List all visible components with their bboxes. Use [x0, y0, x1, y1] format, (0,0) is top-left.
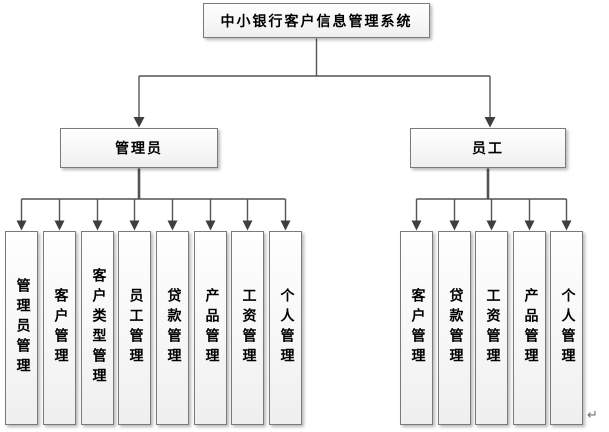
node-staff-child-5-label: 个人管理 [559, 288, 575, 368]
node-admin-child-6: 产品管理 [194, 231, 227, 425]
node-admin-child-8-label: 个人管理 [278, 288, 294, 368]
node-staff-child-3-label: 工资管理 [484, 288, 500, 368]
node-root-label: 中小银行客户信息管理系统 [220, 14, 413, 30]
node-admin-child-4: 员工管理 [118, 231, 151, 425]
node-admin-child-2: 客户管理 [43, 231, 76, 425]
node-admin-child-3-label: 客户类型管理 [90, 268, 106, 388]
node-staff-child-3: 工资管理 [475, 231, 508, 425]
node-admin-child-4-label: 员工管理 [127, 288, 143, 368]
arrowhead-icons [16, 117, 572, 231]
node-admin-child-1-label: 管理员管理 [14, 278, 30, 378]
node-admin-child-1: 管理员管理 [5, 231, 38, 425]
node-staff: 员工 [410, 128, 566, 168]
node-admin: 管理员 [60, 128, 218, 168]
node-staff-child-5: 个人管理 [550, 231, 583, 425]
node-staff-child-4: 产品管理 [513, 231, 546, 425]
node-staff-child-1-label: 客户管理 [409, 288, 425, 368]
node-admin-child-7-label: 工资管理 [240, 288, 256, 368]
node-staff-child-4-label: 产品管理 [522, 288, 538, 368]
node-admin-child-5: 贷款管理 [156, 231, 189, 425]
node-staff-child-2: 贷款管理 [438, 231, 471, 425]
node-root: 中小银行客户信息管理系统 [203, 3, 430, 38]
node-staff-child-1: 客户管理 [400, 231, 433, 425]
node-admin-child-7: 工资管理 [231, 231, 264, 425]
node-staff-child-2-label: 贷款管理 [447, 288, 463, 368]
node-admin-child-5-label: 贷款管理 [165, 288, 181, 368]
node-staff-label: 员工 [472, 142, 504, 157]
node-admin-child-8: 个人管理 [269, 231, 302, 425]
paragraph-return-mark: ↵ [587, 408, 598, 423]
node-admin-child-6-label: 产品管理 [203, 288, 219, 368]
node-admin-label: 管理员 [115, 142, 163, 157]
node-admin-child-2-label: 客户管理 [52, 288, 68, 368]
node-admin-child-3: 客户类型管理 [81, 231, 114, 425]
